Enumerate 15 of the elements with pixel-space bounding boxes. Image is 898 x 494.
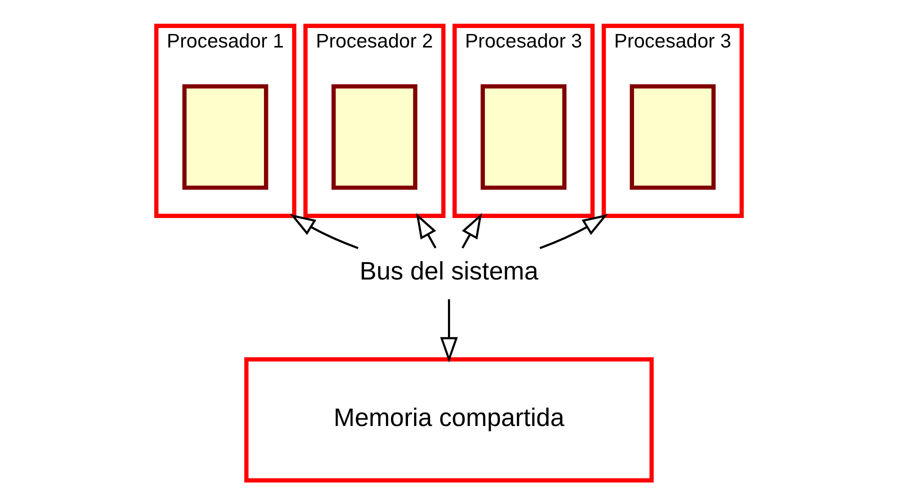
arrow [416, 212, 436, 248]
node-box [630, 84, 716, 190]
arrow [290, 214, 358, 249]
node-box [480, 84, 566, 190]
node-text: Bus del sistema [360, 257, 538, 286]
cluster: Procesador 1 [154, 23, 296, 218]
arrow [462, 212, 482, 248]
cluster: Procesador 3 [602, 23, 744, 218]
cluster: Procesador 2 [303, 23, 446, 218]
arrow [540, 214, 608, 249]
node-box [332, 84, 418, 190]
arrow [440, 298, 458, 362]
node-box: Memoria compartida [244, 356, 654, 482]
cluster: Procesador 3 [452, 23, 595, 218]
node-box [182, 84, 268, 190]
